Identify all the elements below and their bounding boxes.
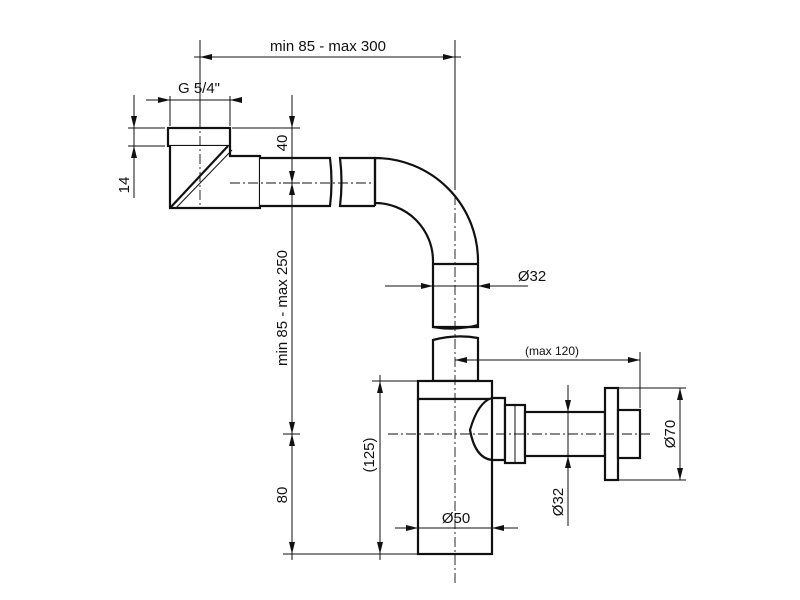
dim-flange-diameter-70: Ø70 <box>662 420 679 448</box>
outlet-assembly <box>388 386 652 482</box>
dimension-lines <box>128 40 686 560</box>
dim-outlet-diameter-32: Ø32 <box>550 488 567 516</box>
dim-height-80: 80 <box>274 487 291 504</box>
lower-vertical-pipe <box>431 335 480 383</box>
elbow-pipe <box>373 156 480 330</box>
dim-max-120: (max 120) <box>525 344 579 358</box>
dim-height-125: (125) <box>361 437 378 472</box>
inlet-fitting <box>166 118 262 210</box>
horizontal-pipe <box>230 156 395 208</box>
dim-pipe-diameter-32: Ø32 <box>518 268 546 285</box>
dim-vertical-range: min 85 - max 250 <box>274 250 291 366</box>
dim-height-40: 40 <box>274 135 291 152</box>
dim-body-diameter-50: Ø50 <box>442 510 470 527</box>
dim-thread: G 5/4" <box>178 80 220 97</box>
dim-height-14: 14 <box>116 177 133 194</box>
dim-top-width: min 85 - max 300 <box>270 38 386 55</box>
